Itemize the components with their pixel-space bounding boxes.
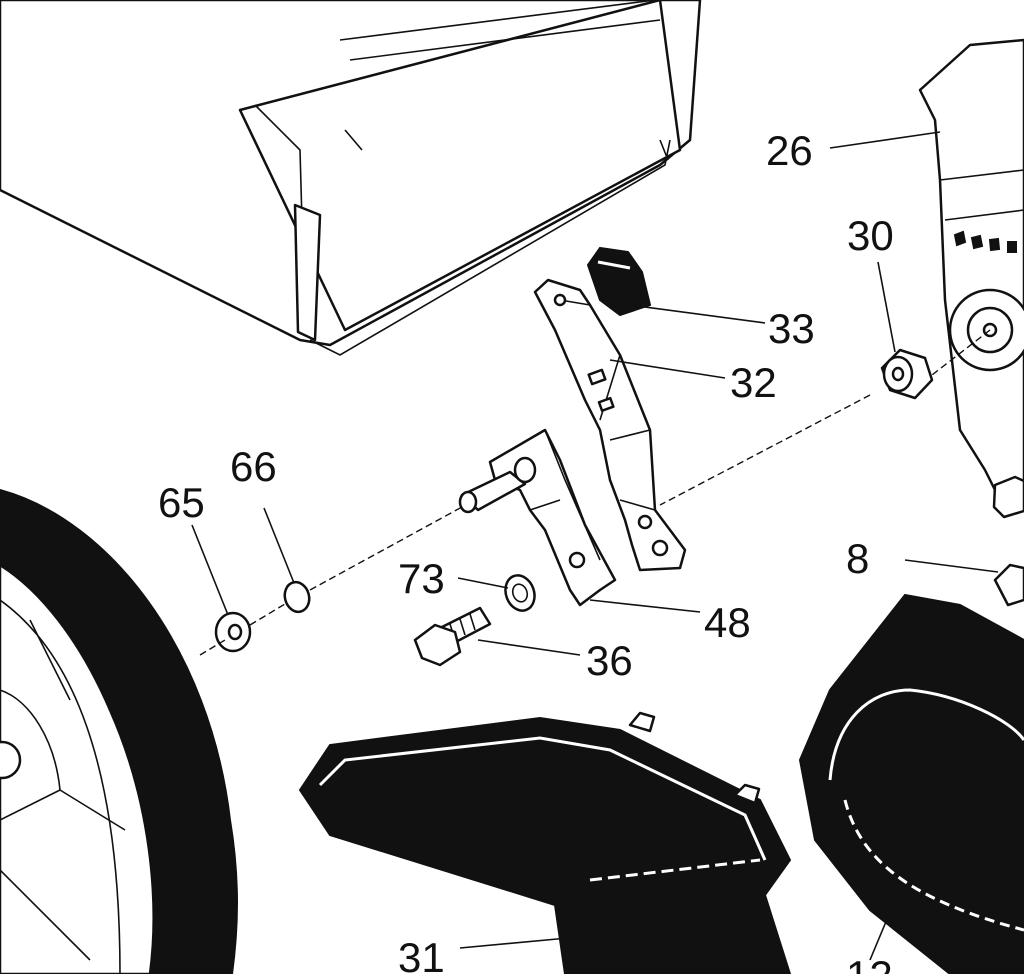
rear-wheel	[0, 488, 238, 974]
callout-32: 32	[730, 359, 777, 406]
highlighted-bracket	[533, 278, 687, 572]
callout-48: 48	[704, 599, 751, 646]
callout-73: 73	[398, 555, 445, 602]
mount-plate	[458, 428, 617, 607]
callout-30: 30	[847, 212, 894, 259]
deck-cover	[298, 711, 792, 974]
leader-lines	[191, 131, 999, 961]
callout-33: 33	[768, 305, 815, 352]
callout-66: 66	[230, 443, 277, 490]
callout-12: 12	[846, 952, 893, 974]
grass-catcher	[0, 0, 702, 356]
callout-26: 26	[766, 127, 813, 174]
washer-part	[504, 574, 536, 612]
assembly-axis-lower	[199, 506, 463, 656]
callout-8: 8	[846, 535, 869, 582]
callout-31: 31	[398, 934, 445, 974]
pad-part	[586, 246, 652, 317]
housing-panel	[918, 38, 1024, 519]
bolt-part	[413, 606, 492, 667]
callout-36: 36	[586, 637, 633, 684]
spacer-part	[880, 348, 934, 400]
side-cover	[798, 593, 1024, 974]
o-ring-part	[283, 580, 311, 614]
flat-washer-part	[214, 611, 252, 653]
washer-hole	[511, 583, 529, 603]
knob-part	[993, 563, 1024, 607]
assembly-axis-upper	[659, 329, 991, 506]
callout-65: 65	[158, 479, 205, 526]
